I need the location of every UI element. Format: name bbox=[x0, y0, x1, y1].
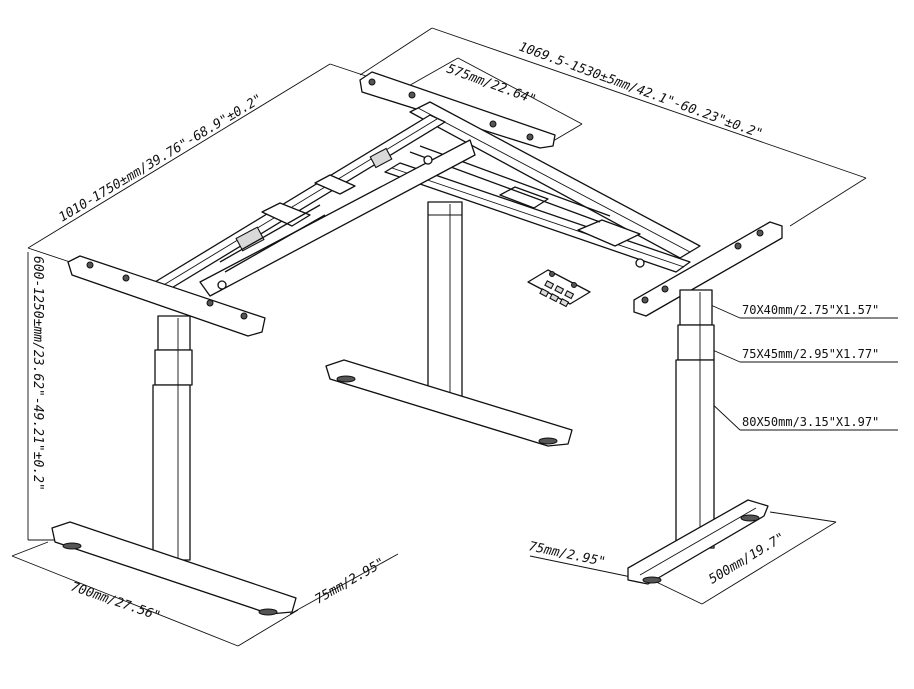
height-range-label: 600-1250±mm/23.62"-49.21"±0.2" bbox=[30, 256, 45, 491]
rear-top-bracket bbox=[359, 71, 556, 149]
control-keypad bbox=[527, 269, 591, 308]
frame-width-label: 1069.5-1530±5mm/42.1"-60.23"±0.2" bbox=[517, 40, 765, 142]
tube-mid-label: 75X45mm/2.95"X1.77" bbox=[742, 347, 879, 361]
left-leg bbox=[51, 315, 297, 616]
right-leg bbox=[627, 289, 769, 585]
foot-width-right-label: 75mm/2.95" bbox=[527, 539, 607, 570]
left-beam bbox=[149, 114, 645, 297]
tube-bottom-label: 80X50mm/3.15"X1.97" bbox=[742, 415, 879, 429]
top-bracket-label: 575mm/22.64" bbox=[445, 62, 538, 108]
foot-length-left-label: 700mm/27.56" bbox=[69, 580, 163, 625]
center-leg bbox=[325, 201, 573, 447]
rear-beam bbox=[384, 101, 701, 273]
desk-frame bbox=[51, 71, 783, 616]
foot-width-left-label: 75mm/2.95" bbox=[313, 555, 388, 607]
left-top-bracket bbox=[67, 255, 266, 337]
right-top-bracket bbox=[633, 221, 783, 317]
tube-top-label: 70X40mm/2.75"X1.57" bbox=[742, 303, 879, 317]
frame-length-label: 1010-1750±mm/39.76"-68.9"±0.2" bbox=[56, 92, 265, 226]
